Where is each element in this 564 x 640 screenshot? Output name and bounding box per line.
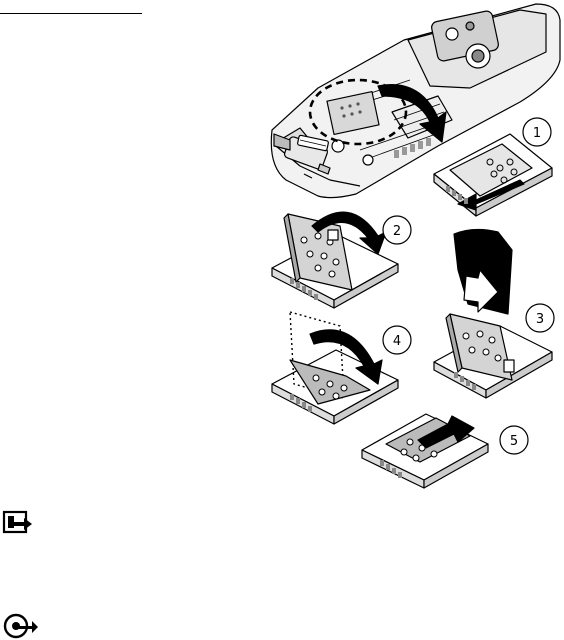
note-icon (2, 510, 34, 536)
step-4-number: 4 (393, 334, 401, 349)
step-3-number: 3 (536, 312, 544, 327)
step-5-illustration (362, 414, 488, 488)
important-icon (2, 611, 38, 640)
step-2-illustration (272, 212, 398, 308)
step-5-number: 5 (510, 434, 518, 449)
step-1-number: 1 (533, 126, 541, 141)
step-4-illustration (272, 312, 398, 424)
step-2-number: 2 (393, 224, 401, 239)
